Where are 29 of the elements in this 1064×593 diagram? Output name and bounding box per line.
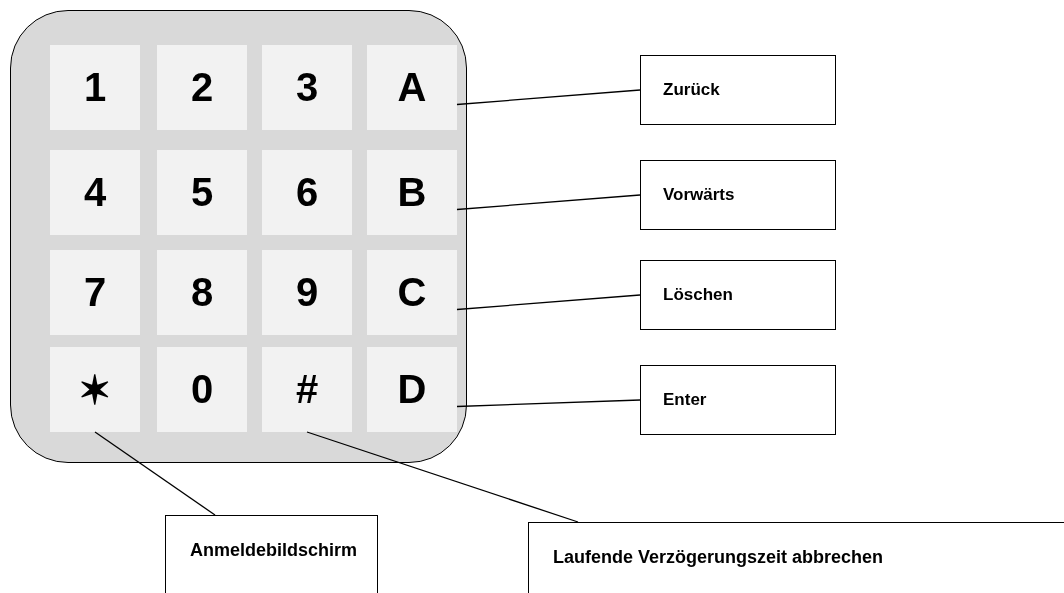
leader-line: [456, 399, 641, 408]
keypad-key: #: [262, 347, 352, 432]
keypad-key: ✶: [50, 347, 140, 432]
keypad-key: 6: [262, 150, 352, 235]
keypad-key: 1: [50, 45, 140, 130]
keypad-key: 8: [157, 250, 247, 335]
keypad-key: 7: [50, 250, 140, 335]
keypad-key: 3: [262, 45, 352, 130]
keypad-body: [10, 10, 467, 463]
keypad-key: 9: [262, 250, 352, 335]
callout-box: Anmeldebildschirm: [165, 515, 378, 593]
leader-line: [94, 431, 216, 516]
keypad-key: 2: [157, 45, 247, 130]
keypad-key: D: [367, 347, 457, 432]
keypad-key: A: [367, 45, 457, 130]
keypad-key: 5: [157, 150, 247, 235]
callout-box: Laufende Verzögerungszeit abbrechen: [528, 522, 1064, 593]
callout-box: Vorwärts: [640, 160, 836, 230]
keypad-key: B: [367, 150, 457, 235]
leader-line: [306, 431, 579, 523]
keypad-key: 0: [157, 347, 247, 432]
leader-line: [456, 294, 641, 311]
callout-box: Löschen: [640, 260, 836, 330]
callout-box: Enter: [640, 365, 836, 435]
callout-box: Zurück: [640, 55, 836, 125]
leader-line: [456, 194, 641, 211]
leader-line: [456, 89, 641, 106]
keypad-key: C: [367, 250, 457, 335]
keypad-key: 4: [50, 150, 140, 235]
